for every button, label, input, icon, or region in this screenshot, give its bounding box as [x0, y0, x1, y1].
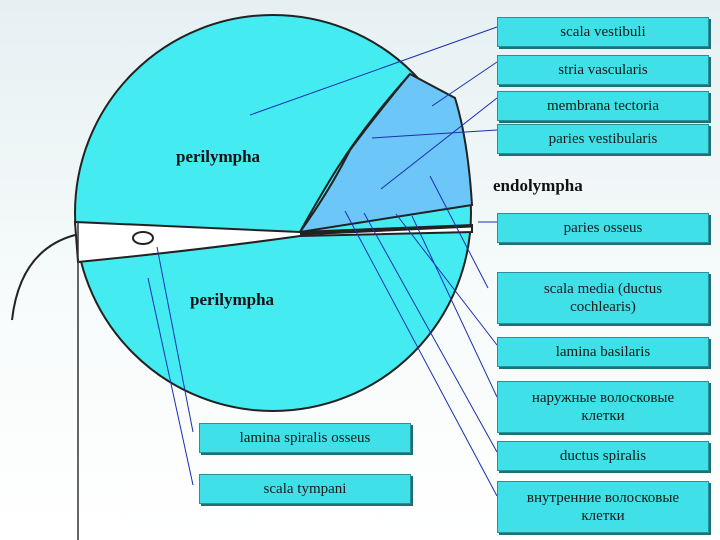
stria-vascularis-label: stria vascularis — [497, 55, 709, 85]
nerve-outline — [11, 234, 76, 321]
paries-vestibularis-label: paries vestibularis — [497, 124, 709, 154]
endolympha-label: endolympha — [493, 176, 583, 195]
cochlea-outline — [74, 14, 472, 412]
leader-lines — [147, 26, 498, 497]
inner-hair-cells-label: внутренние волосковые клетки — [497, 481, 709, 533]
lamina-spiralis-osseus-label: lamina spiralis osseus — [199, 423, 411, 453]
perilympha-upper-label: perilympha — [176, 147, 261, 166]
paries-vestibularis-line — [299, 73, 411, 233]
lamina-basilaris-label: lamina basilaris — [497, 337, 709, 367]
outer-hair-cells-label: наружные волосковые клетки — [497, 381, 709, 433]
basilar-membrane-line — [299, 224, 473, 236]
perilympha-lower-label: perilympha — [190, 290, 275, 309]
membrana-tectoria-label: membrana tectoria — [497, 91, 709, 121]
scala-media-region — [297, 72, 474, 234]
ductus-spiralis-label: ductus spiralis — [497, 441, 709, 471]
scala-vestibuli-label: scala vestibuli — [497, 17, 709, 47]
scala-tympani-label: scala tympani — [199, 474, 411, 504]
paries-osseus-label: paries osseus — [497, 213, 709, 243]
spiral-ganglion-icon — [132, 231, 154, 245]
scala-media-label: scala media (ductus cochlearis) — [497, 272, 709, 324]
